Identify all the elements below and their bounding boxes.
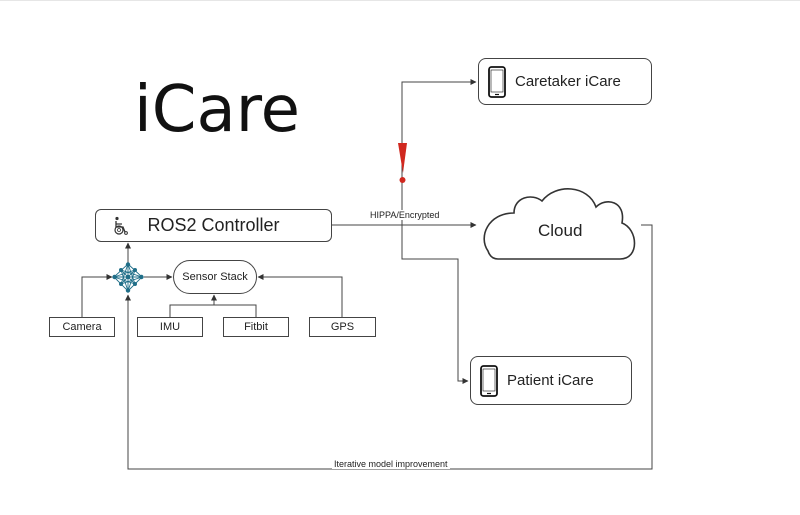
iterative-improvement-label: Iterative model improvement <box>332 459 450 469</box>
edge-to-patient <box>401 225 469 384</box>
exclamation-dot <box>399 177 406 183</box>
exclamation-icon <box>398 143 407 173</box>
gps-node: GPS <box>309 317 376 337</box>
fitbit-label: Fitbit <box>244 321 268 333</box>
cloud-shape <box>483 188 636 260</box>
neural-network-icon <box>112 262 144 293</box>
caretaker-icare-node: Caretaker iCare <box>478 58 652 105</box>
edge-imu-fitbit-bus <box>169 304 257 317</box>
edge-iterative-loop <box>125 224 653 470</box>
wheelchair-icon <box>111 216 131 241</box>
smartphone-icon <box>480 364 498 397</box>
page-title: iCare <box>134 73 300 147</box>
ros2-controller-node: ROS2 Controller <box>95 209 332 242</box>
hippa-encrypted-label: HIPPA/Encrypted <box>368 210 442 220</box>
patient-icare-node: Patient iCare <box>470 356 632 405</box>
caretaker-icare-label: Caretaker iCare <box>515 73 621 90</box>
patient-icare-label: Patient iCare <box>507 372 594 389</box>
cloud-label: Cloud <box>538 221 583 240</box>
edge-camera-to-network <box>81 274 113 317</box>
edge-to-caretaker <box>401 79 477 225</box>
camera-node: Camera <box>49 317 115 337</box>
gps-label: GPS <box>330 321 355 333</box>
edge-gps-to-sensor <box>257 274 343 317</box>
sensor-stack-node: Sensor Stack <box>173 260 257 294</box>
imu-label: IMU <box>159 321 181 333</box>
imu-node: IMU <box>137 317 203 337</box>
ros2-controller-label: ROS2 Controller <box>147 215 280 235</box>
smartphone-icon <box>488 65 506 98</box>
camera-label: Camera <box>62 321 102 333</box>
sensor-stack-label: Sensor Stack <box>182 271 248 283</box>
fitbit-node: Fitbit <box>223 317 289 337</box>
